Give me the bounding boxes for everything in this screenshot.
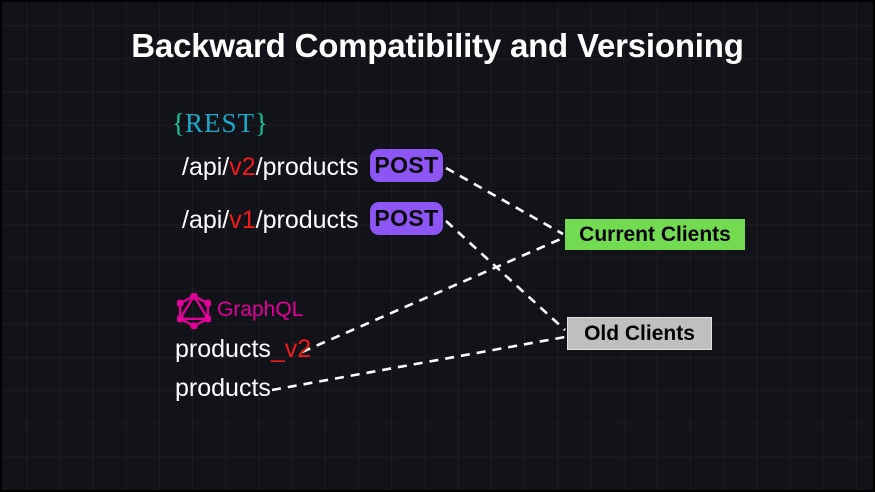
rest-logo-label: REST xyxy=(184,108,255,138)
field-version: _v2 xyxy=(270,335,312,363)
page-title: Backward Compatibility and Versioning xyxy=(131,27,744,64)
http-method-badge-v2[interactable]: POST xyxy=(370,149,443,182)
endpoint-version: v2 xyxy=(229,153,256,181)
endpoint-version: v1 xyxy=(229,206,256,234)
rest-logo: {REST} xyxy=(172,110,268,137)
connector-gqlv2-to-current xyxy=(301,236,564,354)
rest-brace-open-icon: { xyxy=(172,108,185,138)
rest-brace-close-icon: } xyxy=(254,108,268,138)
field-name: products xyxy=(175,374,271,402)
connector-v1-to-old xyxy=(445,220,566,331)
client-box-old[interactable]: Old Clients xyxy=(567,317,712,350)
endpoint-suffix: /products xyxy=(255,153,359,181)
graphql-logo-icon xyxy=(177,293,211,329)
connector-v2-to-current xyxy=(445,166,564,236)
client-box-current[interactable]: Current Clients xyxy=(565,219,745,250)
rest-endpoint-v2: /api/v2/products xyxy=(182,155,359,180)
graphql-field-products: products xyxy=(175,376,271,401)
rest-endpoint-v1: /api/v1/products xyxy=(182,208,359,233)
endpoint-prefix: /api/ xyxy=(182,206,230,234)
connector-gql-to-old xyxy=(271,335,566,392)
graphql-logo-label: GraphQL xyxy=(217,298,304,321)
graphql-field-products-v2: products_v2 xyxy=(175,337,311,362)
endpoint-suffix: /products xyxy=(255,206,359,234)
field-name: products xyxy=(175,335,271,363)
endpoint-prefix: /api/ xyxy=(182,153,230,181)
http-method-badge-v1[interactable]: POST xyxy=(370,202,443,235)
